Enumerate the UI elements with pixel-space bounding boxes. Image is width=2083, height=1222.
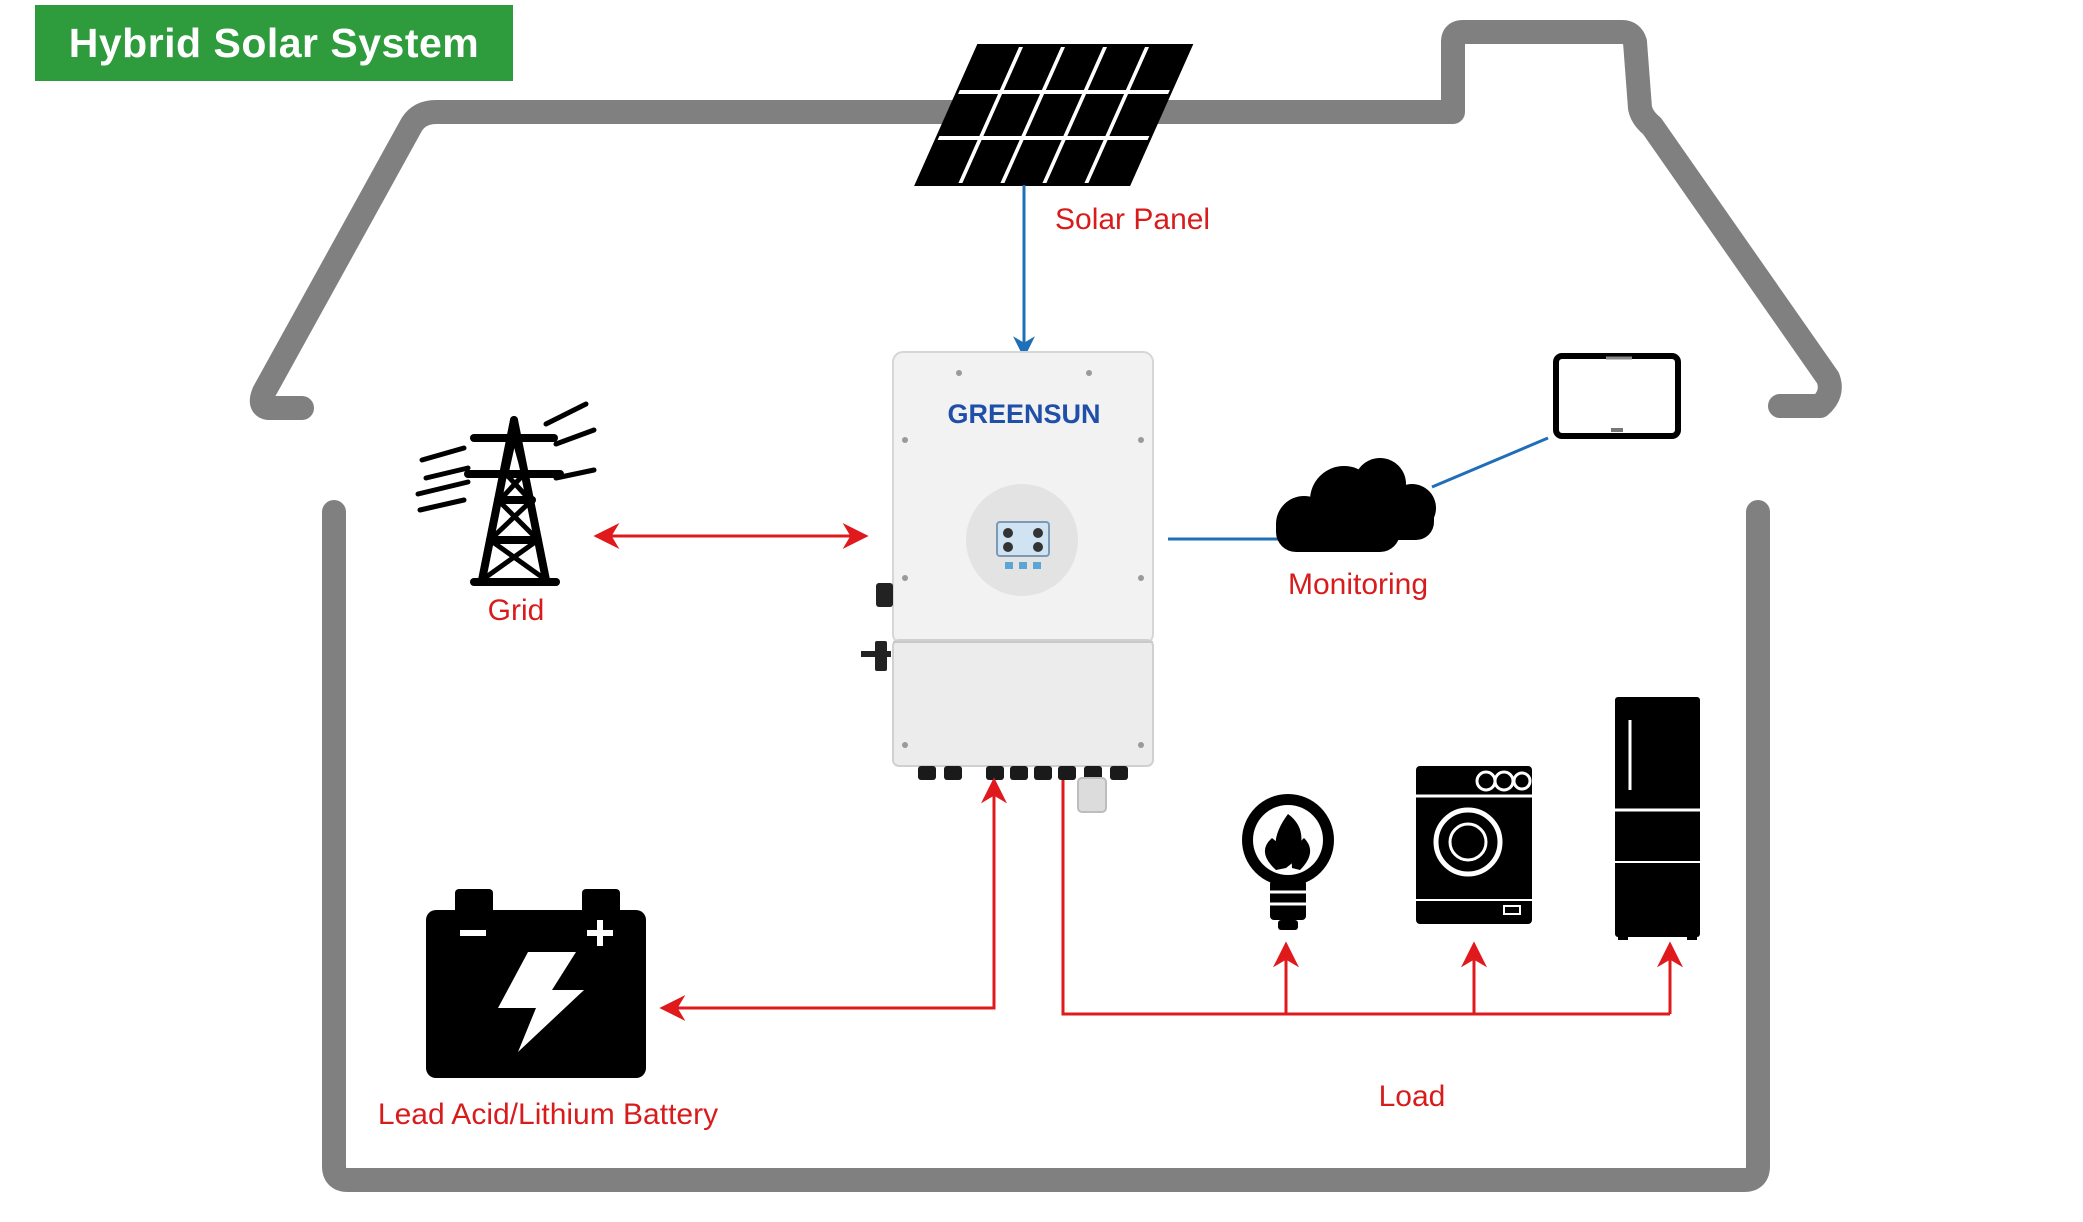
inverter-brand: GREENSUN bbox=[947, 399, 1100, 429]
transmission-tower-icon bbox=[415, 401, 597, 586]
house-outline bbox=[249, 20, 1842, 1192]
solar-panel-icon bbox=[914, 44, 1194, 186]
load-label: Load bbox=[1379, 1080, 1446, 1113]
battery-charge-path bbox=[659, 780, 996, 1021]
cloud-icon bbox=[1276, 458, 1436, 552]
refrigerator-icon bbox=[1615, 697, 1700, 940]
lightbulb-icon bbox=[1242, 794, 1334, 930]
monitoring-label: Monitoring bbox=[1288, 568, 1428, 601]
grid-label: Grid bbox=[488, 594, 545, 627]
load-wiring bbox=[1061, 780, 1683, 1016]
inverter-icon: GREENSUN bbox=[861, 351, 1154, 813]
battery-label: Lead Acid/Lithium Battery bbox=[378, 1098, 718, 1131]
title-badge: Hybrid Solar System bbox=[35, 5, 513, 81]
tablet-link-line bbox=[1431, 436, 1549, 489]
diagram-title: Hybrid Solar System bbox=[68, 19, 480, 66]
solar-panel-label: Solar Panel bbox=[1055, 203, 1210, 236]
tablet-icon bbox=[1553, 353, 1681, 439]
battery-icon bbox=[426, 889, 646, 1078]
washing-machine-icon bbox=[1416, 766, 1532, 924]
